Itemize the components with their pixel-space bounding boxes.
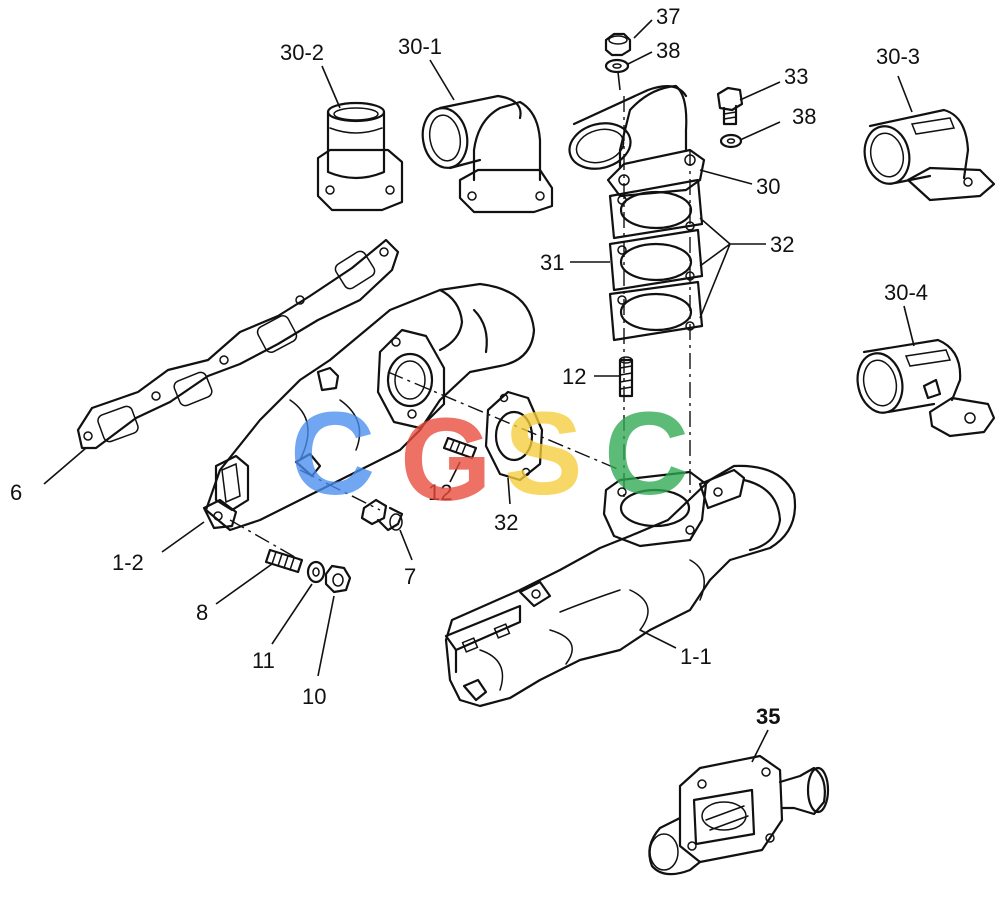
label-30-3: 30-3 (876, 44, 920, 69)
part-1-2-flange (376, 328, 446, 430)
watermark-letter-g-red: G (400, 394, 492, 526)
part-38-washer-top (604, 58, 630, 74)
label-6: 6 (10, 480, 22, 505)
label-33: 33 (784, 64, 808, 89)
label-35: 35 (756, 704, 780, 729)
watermark-letter-c-green: C (604, 388, 689, 520)
stud-centerline (229, 519, 301, 561)
label-11: 11 (252, 648, 275, 673)
label-30-1: 30-1 (398, 34, 442, 59)
label-8: 8 (196, 600, 208, 625)
label-10: 10 (302, 684, 326, 709)
part-12-stud-vertical (618, 356, 634, 398)
part-30-2-straight-outlet (316, 101, 404, 212)
part-37-nut (604, 32, 632, 57)
part-10-nut (324, 564, 352, 594)
label-30-4: 30-4 (884, 280, 928, 305)
part-30-elbow-outlet (568, 84, 706, 198)
part-30-4-elbow-outlet (856, 338, 996, 438)
label-30-2: 30-2 (280, 40, 324, 65)
label-7: 7 (404, 564, 416, 589)
label-12-vertical: 12 (562, 364, 586, 389)
label-1-1: 1-1 (680, 644, 712, 669)
label-30: 30 (756, 174, 780, 199)
part-1-2-exhaust-manifold (202, 282, 536, 532)
label-32-lower: 32 (494, 510, 518, 535)
watermark-letter-s-yellow: S (504, 388, 583, 520)
label-12-horizontal: 12 (428, 480, 452, 505)
flange-centerline (387, 371, 621, 471)
label-1-2: 1-2 (112, 550, 144, 575)
part-6-manifold-gasket (76, 238, 400, 450)
part-1-1-exhaust-manifold (444, 464, 796, 708)
cgsc-watermark-logo: C G S C (290, 388, 689, 526)
label-32-top: 32 (770, 232, 794, 257)
part-12-stud-horizontal (442, 436, 478, 460)
label-38-right: 38 (792, 104, 816, 129)
part-labels: 37 38 30-2 30-1 33 38 30-3 30 31 32 30-4… (10, 4, 928, 729)
watermark-letter-c-blue: C (290, 388, 375, 520)
leader-lines (43, 19, 915, 763)
part-35-thermostat-housing (648, 754, 830, 876)
part-11-washer (306, 560, 326, 584)
label-37: 37 (656, 4, 680, 29)
label-38-top: 38 (656, 38, 680, 63)
part-38-washer-right (719, 133, 743, 149)
bolt-centerline (299, 469, 381, 511)
part-32-gasket-lower (484, 390, 544, 482)
part-8-stud (264, 548, 304, 574)
label-31: 31 (540, 250, 564, 275)
part-30-3-elbow-outlet (863, 108, 996, 202)
part-33-bolt (716, 86, 744, 126)
stack-centerline (623, 96, 691, 500)
part-30-1-elbow-outlet (421, 94, 554, 214)
part-7-bolt (360, 498, 404, 532)
